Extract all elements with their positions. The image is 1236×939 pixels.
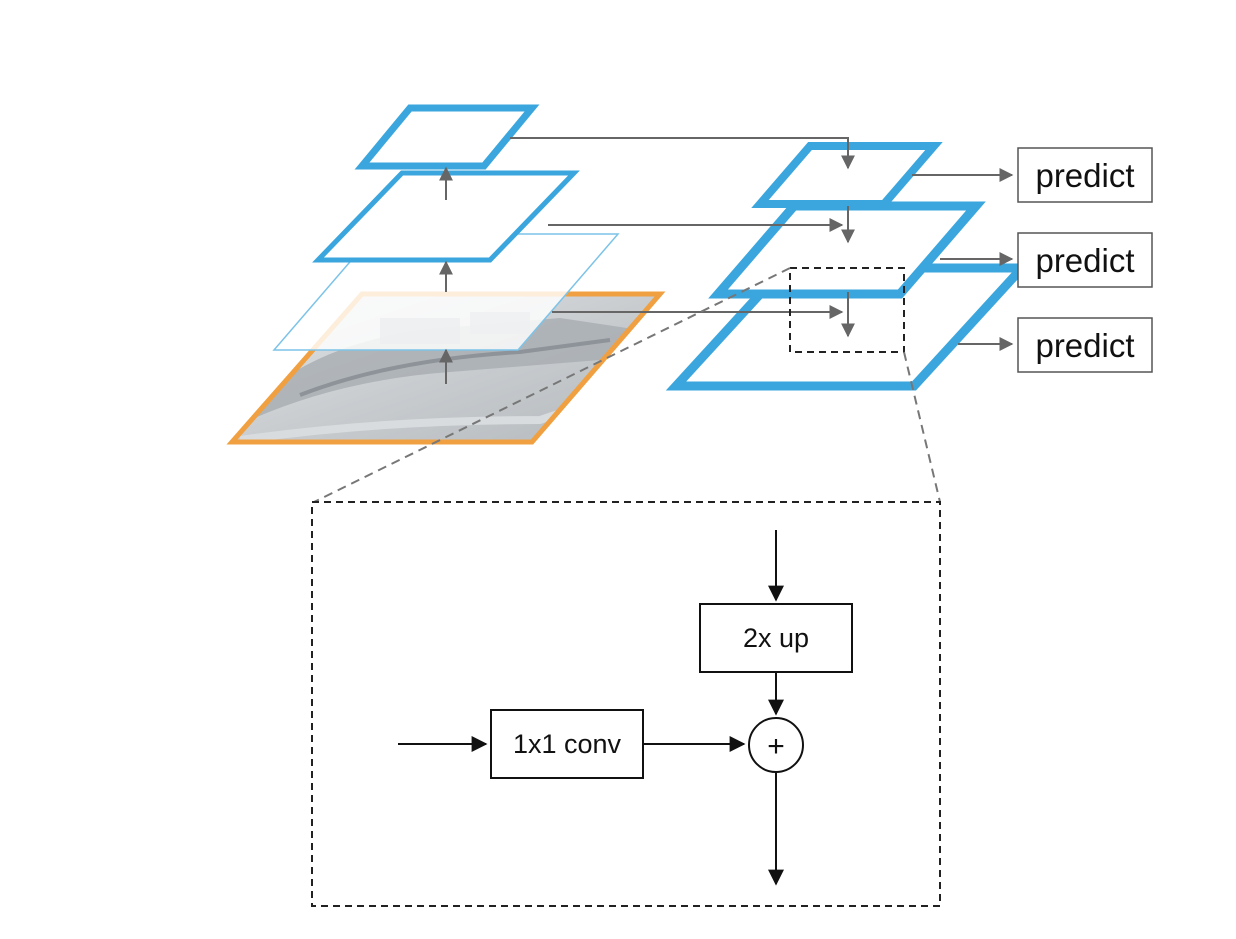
lateral-conv-label: 1x1 conv — [513, 729, 622, 759]
predict-label: predict — [1035, 242, 1134, 279]
plus-circle-icon: + — [748, 717, 804, 773]
backbone-level-4 — [354, 104, 540, 170]
upsample-block: 2x up — [699, 603, 853, 673]
pyramid-level-small — [751, 142, 943, 208]
bottom-up-pathway — [226, 104, 666, 445]
inset-frame — [311, 501, 941, 907]
merge-symbol: + — [767, 730, 785, 763]
zoom-guide-right — [903, 351, 941, 503]
lateral-conv-block: 1x1 conv — [490, 709, 644, 779]
top-down-pathway — [665, 142, 1033, 391]
predict-label: predict — [1035, 327, 1134, 364]
zoom-region — [789, 267, 905, 353]
predict-box: predict — [1017, 232, 1153, 288]
upsample-label: 2x up — [743, 623, 809, 653]
predict-box: predict — [1017, 317, 1153, 373]
building-block-inset: 2x up 1x1 conv + — [311, 501, 941, 907]
predict-label: predict — [1035, 157, 1134, 194]
predict-box: predict — [1017, 147, 1153, 203]
zoom-guide-left — [313, 267, 791, 503]
lateral-connection-top — [510, 137, 855, 170]
lateral-connections — [510, 137, 855, 338]
backbone-level-3 — [312, 170, 580, 263]
